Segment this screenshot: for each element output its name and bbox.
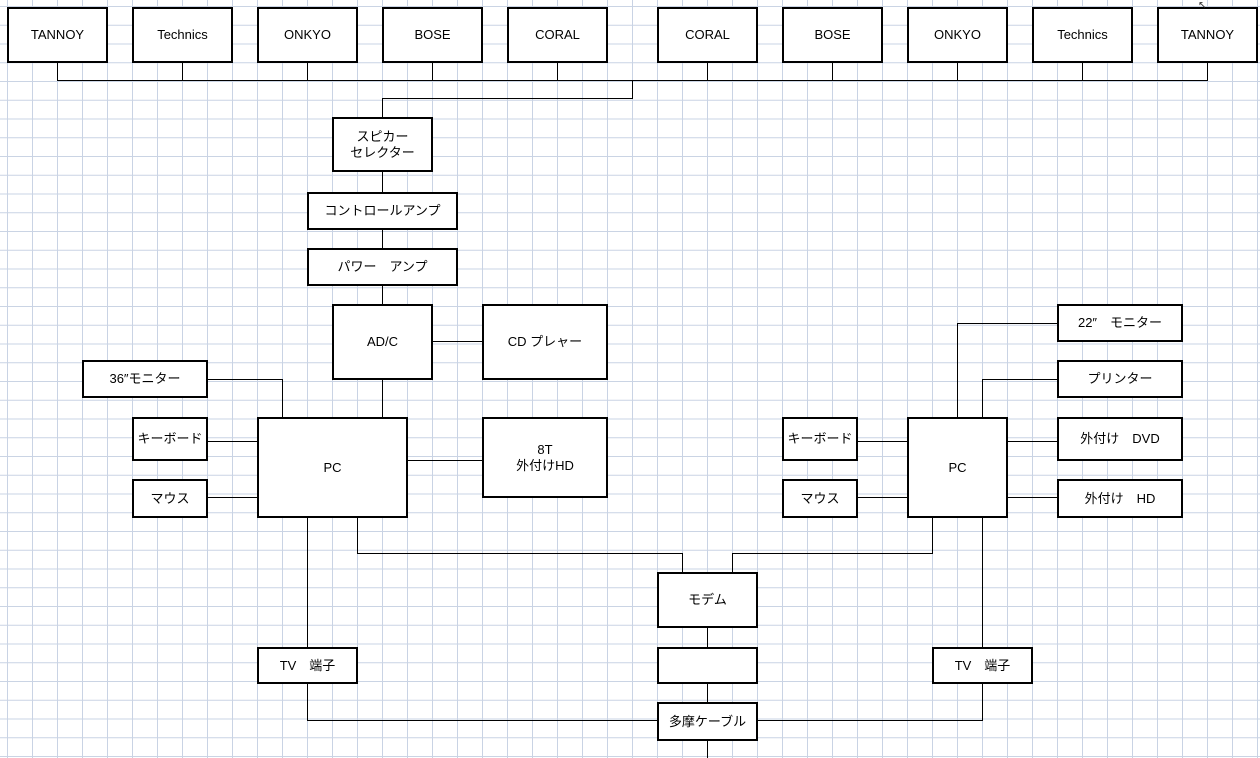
speaker-selector-box[interactable]: スピカー セレクター (332, 117, 433, 172)
right-tv-terminal-box[interactable]: TV 端子 (932, 647, 1033, 684)
left-external-hd-box[interactable]: 8T 外付けHD (482, 417, 608, 498)
speaker-tannoy-right[interactable]: TANNOY (1157, 7, 1258, 63)
left-pc-box[interactable]: PC (257, 417, 408, 518)
left-pc-links (207, 379, 683, 721)
speaker-onkyo-left[interactable]: ONKYO (257, 7, 358, 63)
speaker-coral-right[interactable]: CORAL (657, 7, 758, 63)
control-amp-box[interactable]: コントロールアンプ (307, 192, 458, 230)
left-mouse-box[interactable]: マウス (132, 479, 208, 518)
speaker-onkyo-right[interactable]: ONKYO (907, 7, 1008, 63)
right-external-dvd-box[interactable]: 外付け DVD (1057, 417, 1183, 461)
cd-player-box[interactable]: CD プレャー (482, 304, 608, 380)
right-external-hd-box[interactable]: 外付け HD (1057, 479, 1183, 518)
printer-box[interactable]: プリンター (1057, 360, 1183, 398)
speaker-bus (57, 62, 1208, 117)
speaker-bose-left[interactable]: BOSE (382, 7, 483, 63)
adc-box[interactable]: AD/C (332, 304, 433, 380)
right-pc-links (732, 323, 1057, 721)
right-pc-box[interactable]: PC (907, 417, 1008, 518)
speaker-technics-right[interactable]: Technics (1032, 7, 1133, 63)
modem-box[interactable]: モデム (657, 572, 758, 628)
left-tv-terminal-box[interactable]: TV 端子 (257, 647, 358, 684)
right-mouse-box[interactable]: マウス (782, 479, 858, 518)
right-monitor-box[interactable]: 22″ モニター (1057, 304, 1183, 342)
left-monitor-box[interactable]: 36″モニター (82, 360, 208, 398)
speaker-coral-left[interactable]: CORAL (507, 7, 608, 63)
pointer-cursor-icon: ↖ (1198, 0, 1207, 11)
left-keyboard-box[interactable]: キーボード (132, 417, 208, 461)
audio-chain (382, 171, 482, 417)
speaker-tannoy-left[interactable]: TANNOY (7, 7, 108, 63)
right-keyboard-box[interactable]: キーボード (782, 417, 858, 461)
tama-cable-box[interactable]: 多摩ケーブル (657, 702, 758, 741)
blank-box[interactable] (657, 647, 758, 684)
speaker-bose-right[interactable]: BOSE (782, 7, 883, 63)
power-amp-box[interactable]: パワー アンプ (307, 248, 458, 286)
speaker-technics-left[interactable]: Technics (132, 7, 233, 63)
